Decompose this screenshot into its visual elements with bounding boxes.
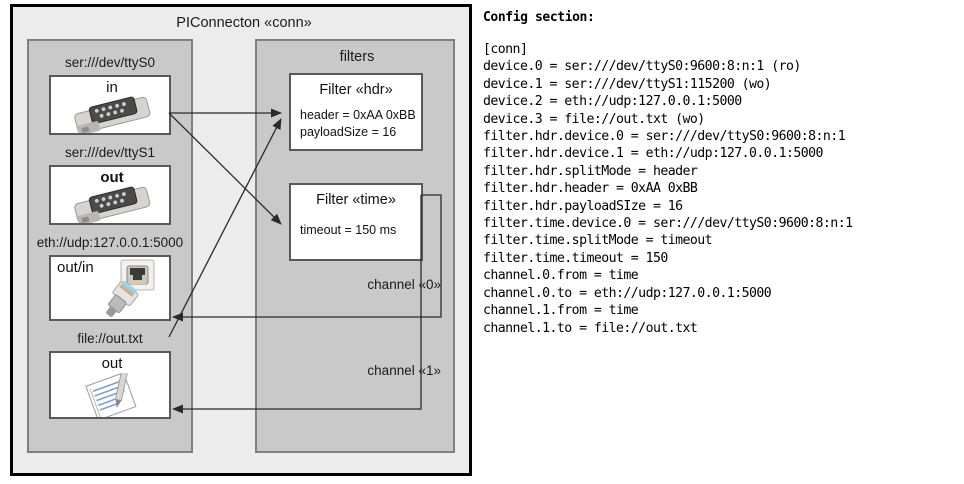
device-box-ttys1[interactable]: out [49, 165, 171, 225]
filter-time-attr-timeout: timeout = 150 ms [300, 223, 397, 237]
connector-diagram: PIConnecton «conn» ser:///dev/ttyS0 in [10, 4, 472, 476]
filter-hdr-title: Filter «hdr» [319, 82, 393, 98]
channel-label-1: channel «1» [367, 363, 441, 378]
device-box-ttys0[interactable]: in [49, 75, 171, 135]
serial-connector-icon [74, 186, 151, 223]
config-text: [conn] device.0 = ser:///dev/ttyS0:9600:… [483, 42, 853, 336]
diagram-title: PIConnecton «conn» [176, 15, 312, 31]
filter-box-time[interactable]: Filter «time» timeout = 150 ms [289, 183, 423, 261]
device-box-file[interactable]: out [49, 351, 171, 419]
filters-panel-title: filters [339, 49, 375, 65]
text-document-icon [85, 373, 137, 417]
filter-hdr-attr-payloadsize: payloadSize = 16 [300, 125, 397, 139]
filters-panel: filters Filter «hdr» header = 0xAA 0xBB … [255, 39, 455, 453]
filter-time-title: Filter «time» [316, 192, 396, 208]
device-box-eth[interactable]: out/in [49, 255, 171, 321]
device-direction-file: out [101, 355, 123, 372]
config-section: Config section: [conn] device.0 = ser://… [483, 6, 961, 476]
devices-panel: ser:///dev/ttyS0 in [27, 39, 193, 453]
filter-box-hdr[interactable]: Filter «hdr» header = 0xAA 0xBB payloadS… [289, 73, 423, 151]
serial-connector-icon [74, 96, 151, 133]
device-direction-eth: out/in [57, 259, 94, 276]
device-direction-ttys0: in [106, 79, 118, 96]
channel-label-0: channel «0» [367, 277, 441, 292]
filter-hdr-attr-header: header = 0xAA 0xBB [300, 108, 416, 122]
ethernet-connector-icon [106, 259, 155, 317]
device-label-file: file://out.txt [77, 331, 143, 346]
device-direction-ttys1: out [100, 169, 124, 186]
config-heading: Config section: [483, 10, 595, 25]
device-label-ttys1: ser:///dev/ttyS1 [64, 145, 156, 160]
device-label-ttys0: ser:///dev/ttyS0 [64, 55, 156, 70]
device-label-eth: eth://udp:127.0.0.1:5000 [36, 235, 184, 250]
